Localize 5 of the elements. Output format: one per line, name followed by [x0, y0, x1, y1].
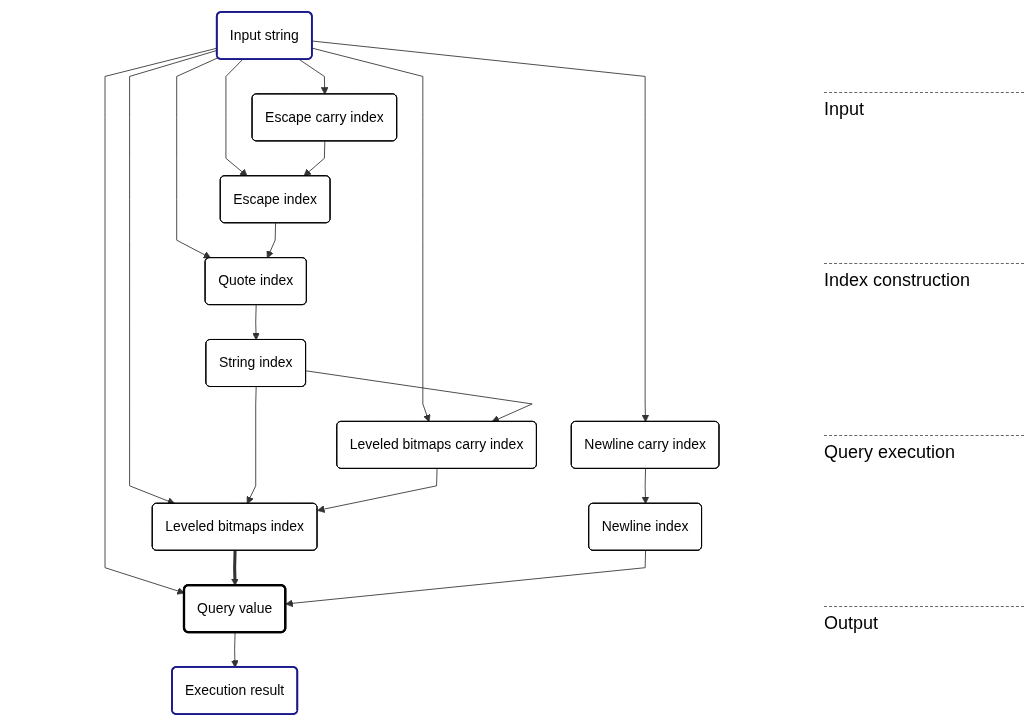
section-label: Input: [824, 91, 1024, 120]
section-label: Query execution: [824, 434, 1024, 463]
arrow: [231, 550, 239, 586]
section-label: Output: [824, 606, 1024, 635]
section-label: Index construction: [824, 263, 1024, 292]
